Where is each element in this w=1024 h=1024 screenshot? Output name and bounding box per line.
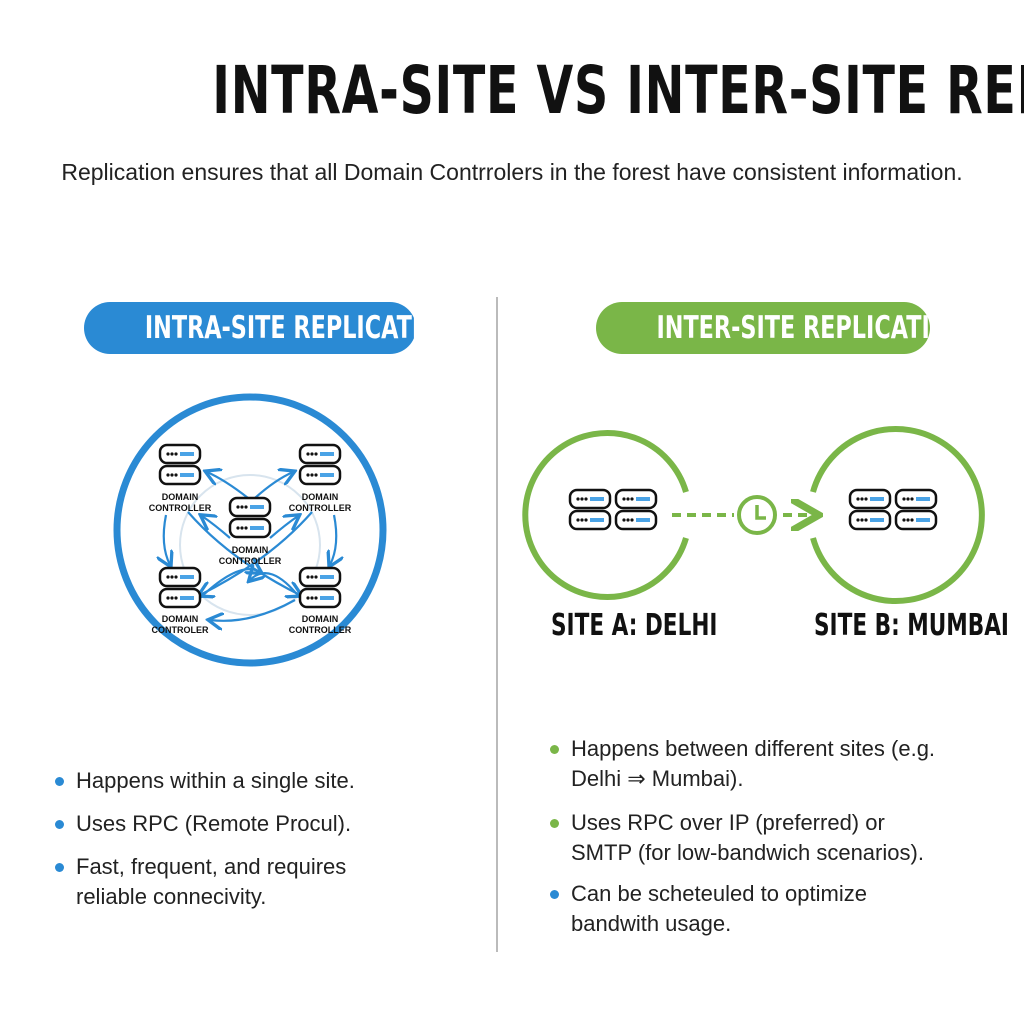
server-icon bbox=[228, 496, 272, 539]
server-icon bbox=[848, 488, 892, 531]
server-icon bbox=[568, 488, 612, 531]
bullet-text: Fast, frequent, and requires reliable co… bbox=[76, 854, 347, 909]
bullet-item: Fast, frequent, and requires reliable co… bbox=[55, 852, 386, 912]
title-text: INTRA-SITE VS INTER-SITE REPLICATION bbox=[212, 52, 1024, 129]
bullet-dot bbox=[550, 890, 559, 899]
node-label: CONTROLLER bbox=[289, 625, 352, 635]
bullet-text: Happens between different sites (e.g. De… bbox=[571, 736, 936, 791]
server-icon bbox=[158, 443, 202, 486]
inter-site-heading: INTER-SITE REPLICATION bbox=[596, 302, 967, 354]
intra-site-heading: INTRA-SITE REPLICATION bbox=[84, 302, 458, 354]
bullet-text: Uses RPC over IP (preferred) or SMTP (fo… bbox=[571, 810, 924, 865]
node-label: DOMAIN bbox=[302, 614, 339, 624]
node-label: DOMAIN bbox=[162, 614, 199, 624]
bullet-item: Uses RPC over IP (preferred) or SMTP (fo… bbox=[550, 808, 951, 868]
clock-icon bbox=[737, 495, 777, 535]
bullet-item: Happens between different sites (e.g. De… bbox=[550, 734, 951, 794]
site-a-label-text: SITE A: DELHI bbox=[551, 608, 718, 643]
server-icon bbox=[298, 443, 342, 486]
bullet-text: Uses RPC (Remote Procul). bbox=[76, 811, 352, 836]
node-label: DOMAIN bbox=[302, 492, 339, 502]
node-label: DOMAIN bbox=[162, 492, 199, 502]
node-label: CONTROLLER bbox=[149, 503, 212, 513]
bullet-dot bbox=[55, 863, 64, 872]
site-b-circle bbox=[810, 426, 985, 604]
bullet-dot bbox=[550, 819, 559, 828]
node-label: DOMAIN bbox=[232, 545, 269, 555]
server-icon bbox=[894, 488, 938, 531]
subtitle: Replication ensures that all Domain Cont… bbox=[61, 159, 963, 185]
bullet-dot bbox=[55, 820, 64, 829]
node-label: CONTROLLER bbox=[219, 556, 282, 566]
server-icon bbox=[614, 488, 658, 531]
node-label: CONTROLLER bbox=[289, 503, 352, 513]
bullet-dot bbox=[550, 745, 559, 754]
intra-site-heading-text: INTRA-SITE REPLICATION bbox=[144, 310, 458, 346]
bullet-item: Can be scheteuled to optimize bandwith u… bbox=[550, 879, 911, 939]
page-title: INTRA-SITE VS INTER-SITE REPLICATION bbox=[0, 52, 1024, 129]
node-label: CONTROLER bbox=[152, 625, 209, 635]
divider bbox=[496, 297, 498, 952]
site-b-label: SITE B: MUMBAI bbox=[814, 608, 1024, 643]
replication-arrows bbox=[164, 472, 337, 621]
bullet-item: Uses RPC (Remote Procul). bbox=[55, 809, 406, 839]
inter-site-heading-text: INTER-SITE REPLICATION bbox=[656, 310, 968, 346]
site-a-circle bbox=[522, 430, 689, 600]
bullet-item: Happens within a single site. bbox=[55, 766, 406, 796]
bullet-text: Happens within a single site. bbox=[76, 768, 355, 793]
bullet-text: Can be scheteuled to optimize bandwith u… bbox=[571, 881, 867, 936]
bullet-dot bbox=[55, 777, 64, 786]
site-a-label: SITE A: DELHI bbox=[551, 608, 782, 643]
site-boundary-circle bbox=[113, 393, 387, 667]
site-b-label-text: SITE B: MUMBAI bbox=[814, 608, 1009, 643]
